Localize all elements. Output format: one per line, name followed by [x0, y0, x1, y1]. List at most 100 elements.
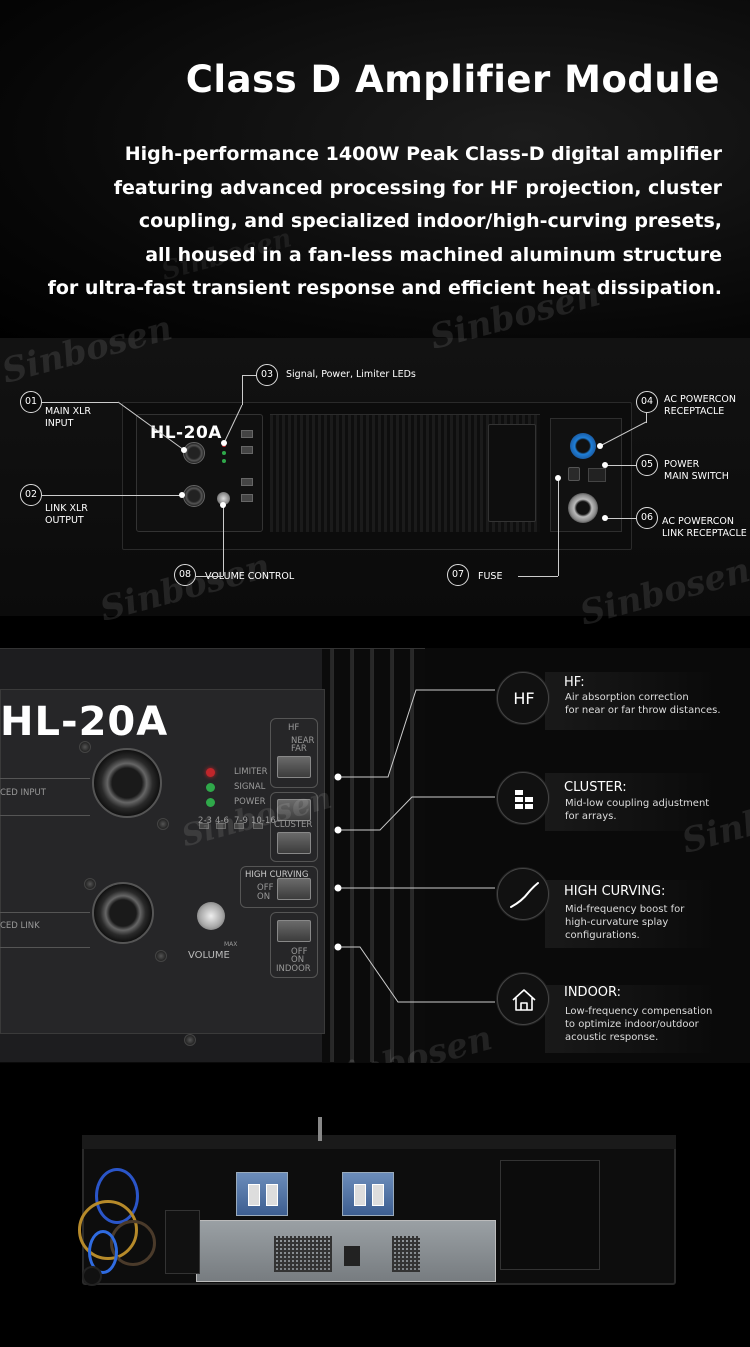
feature-cluster-desc: for arrays.: [565, 811, 617, 822]
callout-08-dot: [220, 502, 226, 508]
feature-hf-box: [545, 672, 717, 730]
callout-07-number: 07: [447, 564, 469, 586]
indoor-button: [241, 494, 253, 502]
curve-icon-glyph: [510, 882, 539, 908]
far-label: FAR: [291, 744, 307, 754]
closeup-signal-led: [206, 783, 215, 792]
callout-06-dot: [602, 515, 608, 521]
heatsink-left: [236, 1172, 288, 1216]
callout-05-number: 05: [636, 454, 658, 476]
callout-08-number: 08: [174, 564, 196, 586]
input-board: [165, 1210, 200, 1274]
feature-curving-desc: Mid-frequency boost for: [565, 904, 685, 915]
hf-icon-text: HF: [513, 689, 535, 708]
hf-icon: HF: [497, 672, 549, 724]
feature-hf-desc: Air absorption correction: [565, 692, 689, 703]
screw: [155, 950, 167, 962]
heatsink-clip: [372, 1184, 384, 1206]
callout-01-line: [42, 402, 118, 403]
description-line: all housed in a fan-less machined alumin…: [145, 243, 722, 266]
feature-curving-desc: high-curvature splay: [565, 917, 669, 928]
closeup-heatsink: [322, 649, 425, 1062]
callout-04-number: 04: [636, 391, 658, 413]
curving-switch-button: [277, 878, 311, 900]
feature-hf-title: HF:: [564, 675, 585, 690]
feature-indoor-desc: Low-frequency compensation: [565, 1006, 713, 1017]
feature-indoor-desc: acoustic response.: [565, 1032, 659, 1043]
pcb-cutout: [344, 1246, 360, 1266]
closeup-link-label: CED LINK: [0, 921, 40, 931]
cluster-button: [241, 446, 253, 454]
callout-01-diagonal: [117, 401, 187, 453]
indoor-switch-button: [277, 920, 311, 942]
cluster-switch-button-top: [277, 799, 311, 821]
feature-indoor-box: [545, 985, 717, 1053]
curving-button: [241, 478, 253, 486]
chassis-rim: [82, 1135, 676, 1149]
feature-hf-desc: for near or far throw distances.: [565, 705, 721, 716]
description-line: coupling, and specialized indoor/high-cu…: [138, 210, 722, 232]
callout-07-line: [518, 576, 558, 577]
closeup-limiter-led: [206, 768, 215, 777]
closeup-xlr-link: [92, 882, 154, 944]
page-description: High-performance 1400W Peak Class-D digi…: [22, 138, 722, 306]
callout-01-number: 01: [20, 391, 42, 413]
power-label: POWER: [234, 797, 266, 807]
callout-07-vline: [558, 478, 559, 576]
feature-connectors: [334, 689, 495, 1003]
cluster-switch-label: CLUSTER: [274, 820, 313, 830]
hf-button: [241, 430, 253, 438]
pcb-vent: [392, 1236, 420, 1272]
callout-03-vline: [242, 375, 243, 405]
power-led: [222, 459, 226, 463]
closeup-model-label: HL-20A: [0, 699, 169, 745]
indoor-on-label: ON: [291, 955, 305, 965]
mount-tab: [318, 1117, 322, 1141]
feature-indoor-desc: to optimize indoor/outdoor: [565, 1019, 699, 1030]
closeup-input-label: CED INPUT: [0, 788, 46, 798]
callout-08-vline: [223, 505, 224, 576]
callout-03-line: [242, 375, 256, 376]
page-title: Class D Amplifier Module: [185, 58, 720, 101]
hf-switch-label: HF: [288, 723, 300, 733]
divider: [0, 815, 90, 816]
cluster-option: 7-9: [234, 816, 248, 826]
callout-06-number: 06: [636, 507, 658, 529]
feature-indoor-title: INDOOR:: [564, 985, 622, 1000]
divider: [0, 947, 90, 948]
powercon-receptacle: [570, 433, 596, 459]
divider: [0, 912, 90, 913]
feature-curving-desc: configurations.: [565, 930, 640, 941]
cluster-switch-button: [277, 832, 311, 854]
header-section: Class D Amplifier Module High-performanc…: [0, 0, 750, 340]
callout-04-vline: [646, 413, 647, 423]
indoor-switch-label: INDOOR: [276, 964, 311, 974]
feature-cluster-box: [545, 773, 717, 831]
cluster-bracket: [270, 792, 318, 862]
cluster-option: 10-16: [251, 816, 276, 826]
description-line: High-performance 1400W Peak Class-D digi…: [124, 143, 722, 165]
heatsink-clip: [354, 1184, 366, 1206]
indoor-bracket: [270, 912, 318, 978]
callout-06-line: [606, 518, 636, 519]
curving-switch-label: HIGH CURVING: [245, 870, 309, 880]
signal-led: [222, 451, 226, 455]
callout-03-diagonal: [221, 404, 243, 446]
dsp-board: [500, 1160, 600, 1270]
cluster-icon: [497, 772, 549, 824]
closeup-combo-input: [92, 748, 162, 818]
curving-off-label: OFF: [257, 883, 274, 893]
ferrite-core: [82, 1266, 102, 1286]
feature-cluster-title: CLUSTER:: [564, 780, 627, 795]
power-switch: [588, 468, 606, 482]
closeup-power-led: [206, 798, 215, 807]
house-icon-glyph: [512, 989, 536, 1011]
cluster-led: [216, 823, 226, 829]
feature-cluster-desc: Mid-low coupling adjustment: [565, 798, 710, 809]
powercon-link-receptacle: [568, 493, 598, 523]
cluster-led: [234, 823, 244, 829]
callout-03-number: 03: [256, 364, 278, 386]
